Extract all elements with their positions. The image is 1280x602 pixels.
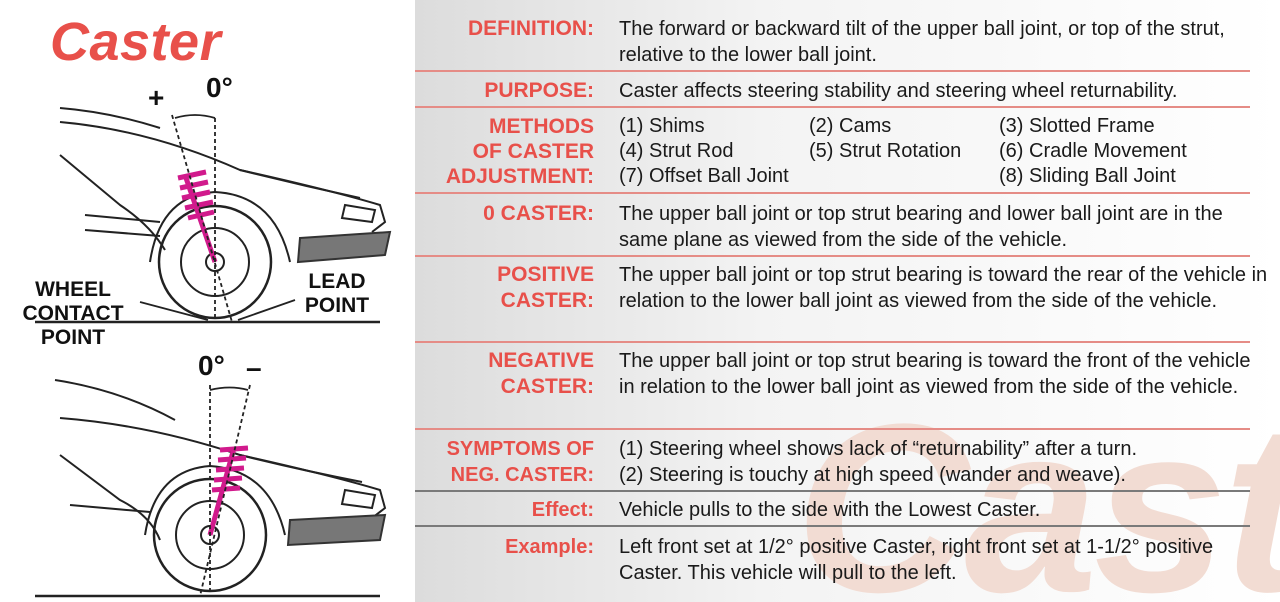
positive-caster-label: POSITIVE CASTER:: [497, 263, 594, 312]
purpose-label: PURPOSE:: [484, 79, 594, 102]
method-item: (1) Shims: [619, 115, 705, 137]
effect-label: Effect:: [531, 499, 594, 521]
top-car-windshield: [59, 107, 161, 129]
top-car-door-line: [84, 214, 161, 223]
separator: [415, 341, 1250, 343]
bottom-car-body: [59, 454, 161, 541]
top-angle-arc: [174, 114, 216, 119]
bottom-car-headlight: [340, 488, 377, 510]
top-car-headlight: [340, 203, 377, 224]
separator: [415, 70, 1250, 72]
negative-caster-text: The upper ball joint or top strut bearin…: [619, 350, 1251, 398]
method-item: (8) Sliding Ball Joint: [999, 165, 1176, 187]
top-spring-icon: [177, 169, 215, 221]
example-label: Example:: [505, 536, 594, 558]
symptoms-text: (1) Steering wheel shows lack of “return…: [619, 438, 1137, 486]
caster-diagram: [35, 107, 392, 598]
symptoms-label: SYMPTOMS OF NEG. CASTER:: [446, 438, 594, 486]
separator: [415, 428, 1250, 430]
top-car-door-line2: [84, 229, 161, 237]
top-car-bumper: [296, 230, 392, 264]
method-item: (3) Slotted Frame: [999, 115, 1155, 137]
method-item: (6) Cradle Movement: [999, 140, 1187, 162]
top-plus-label: +: [148, 82, 165, 113]
bottom-tilt-line: [199, 384, 251, 597]
top-strut-rod: [182, 174, 218, 263]
bottom-zero-label: 0°: [198, 350, 225, 381]
method-item: (2) Cams: [809, 115, 892, 137]
top-car-fender: [239, 169, 387, 233]
lead-point-label: LEAD POINT: [304, 270, 370, 317]
separator: [415, 192, 1250, 194]
effect-text: Vehicle pulls to the side with the Lowes…: [619, 499, 1041, 521]
watermark-text: Caster: [795, 374, 1280, 602]
bottom-angle-arc: [209, 386, 249, 391]
bottom-car-door-line: [69, 504, 151, 513]
definition-text: The forward or backward tilt of the uppe…: [619, 18, 1225, 66]
top-angle-lines: [139, 114, 296, 323]
bottom-car-windshield: [54, 379, 176, 421]
contact-pointer: [139, 301, 209, 321]
wheel-contact-label: WHEEL CONTACT POINT: [22, 278, 124, 349]
purpose-text: Caster affects steering stability and st…: [619, 80, 1178, 102]
method-item: (7) Offset Ball Joint: [619, 165, 789, 187]
separator: [415, 106, 1250, 108]
diagram-panel: Caster: [0, 0, 415, 602]
separator: [415, 525, 1250, 527]
bottom-angle-lines: [199, 384, 251, 597]
top-zero-label: 0°: [206, 72, 233, 103]
method-item: (5) Strut Rotation: [809, 140, 962, 162]
zero-caster-label: 0 CASTER:: [483, 202, 594, 225]
example-text: Left front set at 1/2° positive Caster, …: [619, 536, 1214, 584]
lead-pointer: [237, 299, 296, 321]
bottom-car-fender: [239, 454, 387, 519]
negative-caster-label: NEGATIVE CASTER:: [488, 349, 594, 398]
top-strut: [177, 169, 218, 263]
method-item: (4) Strut Rod: [619, 140, 734, 162]
separator: [415, 255, 1250, 257]
methods-label: METHODS OF CASTER ADJUSTMENT:: [445, 115, 594, 188]
zero-caster-text: The upper ball joint or top strut bearin…: [619, 203, 1223, 251]
positive-caster-text: The upper ball joint or top strut bearin…: [619, 264, 1268, 312]
top-tilt-line: [171, 114, 233, 323]
definition-label: DEFINITION:: [468, 17, 594, 40]
separator: [415, 490, 1250, 492]
page-title: Caster: [50, 12, 222, 72]
info-panel: Caster DEFINITION: The forward or backwa…: [415, 0, 1280, 602]
bottom-minus-label: –: [246, 352, 262, 383]
bottom-car-bumper: [286, 513, 387, 547]
